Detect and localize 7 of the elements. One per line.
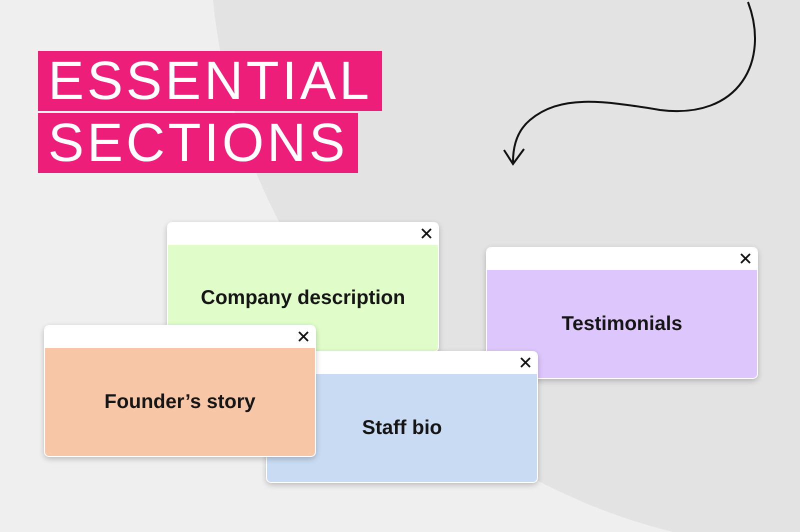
- section-label: Founder’s story: [104, 390, 256, 414]
- section-label: Staff bio: [362, 416, 442, 440]
- window-card: [44, 325, 316, 457]
- window-card: [486, 247, 758, 379]
- section-label: Testimonials: [562, 312, 682, 336]
- title: ESSENTIAL SECTIONS: [38, 50, 383, 174]
- section-label: Company description: [200, 286, 406, 310]
